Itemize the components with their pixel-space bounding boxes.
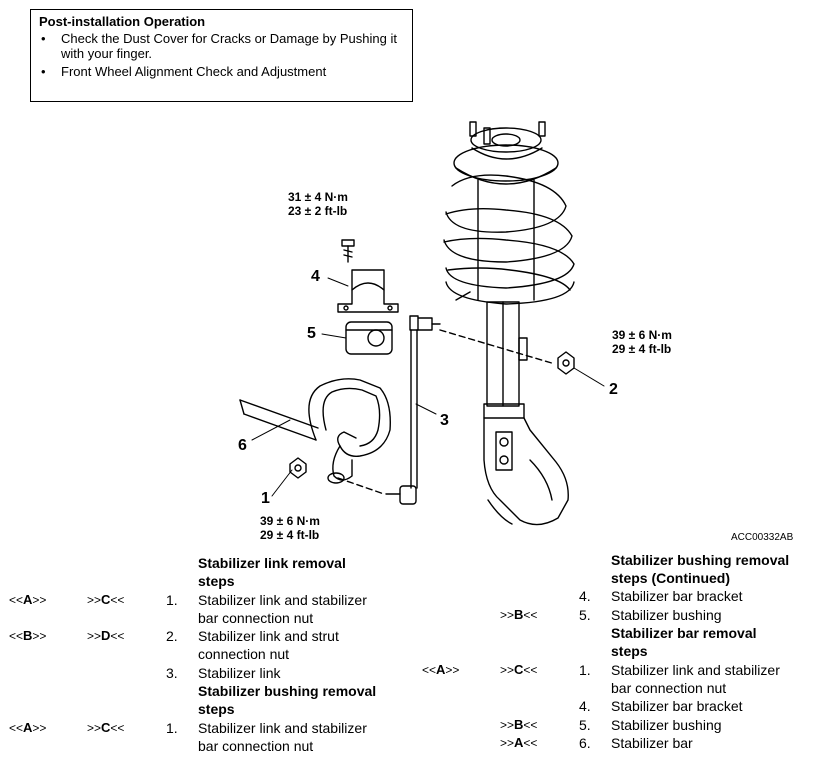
step-number: 2. (166, 628, 178, 644)
install-guide-line (439, 329, 556, 365)
mark-letter: C (101, 592, 111, 607)
installation-mark: >>C<< (500, 662, 538, 677)
step-number: 3. (166, 665, 178, 681)
callout-6: 6 (238, 437, 247, 454)
torque-bracket-bolt: 31 ± 4 N·m 23 ± 2 ft-lb (288, 190, 348, 218)
bracket-bolt (341, 239, 355, 263)
installation-mark: >>D<< (87, 628, 125, 643)
stabilizer-bar-bracket (337, 269, 399, 313)
step-text: Stabilizer bar (611, 735, 693, 751)
removal-mark: <<A>> (9, 592, 47, 607)
step-text: connection nut (198, 646, 290, 662)
step-text: Stabilizer link and strut (198, 628, 339, 644)
install-guide-line (337, 477, 385, 495)
callout-4: 4 (311, 268, 320, 285)
step-text: Stabilizer link and stabilizer (198, 720, 367, 736)
mark-letter: C (514, 662, 524, 677)
installation-mark: >>A<< (500, 735, 538, 750)
mark-letter: C (101, 720, 111, 735)
removal-mark: <<B>> (9, 628, 47, 643)
torque-value: 29 ± 4 ft-lb (612, 342, 672, 356)
mark-letter: A (23, 592, 33, 607)
callout-2: 2 (609, 381, 618, 398)
callout-3: 3 (440, 412, 449, 429)
step-text: Stabilizer bar bracket (611, 698, 743, 714)
stabilizer-bar (239, 378, 391, 484)
note-list: Check the Dust Cover for Cracks or Damag… (39, 31, 411, 79)
step-text: Stabilizer bushing (611, 717, 722, 733)
step-number: 4. (579, 698, 591, 714)
step-text: bar connection nut (198, 610, 314, 626)
note-item: Front Wheel Alignment Check and Adjustme… (39, 64, 411, 79)
spring-seat-upper (453, 144, 559, 185)
step-number: 1. (166, 720, 178, 736)
suspension-diagram (239, 121, 605, 526)
note-title: Post-installation Operation (39, 14, 206, 29)
steering-knuckle (483, 417, 569, 526)
step-number: 1. (579, 662, 591, 678)
mark-letter: A (514, 735, 524, 750)
installation-mark: >>B<< (500, 717, 538, 732)
step-text: Stabilizer link and stabilizer (611, 662, 780, 678)
step-number: 5. (579, 717, 591, 733)
torque-strut-nut: 39 ± 6 N·m 29 ± 4 ft-lb (612, 328, 672, 356)
step-text: Stabilizer link (198, 665, 281, 681)
step-text: bar connection nut (198, 738, 314, 754)
mark-letter: B (514, 717, 524, 732)
removal-mark: <<A>> (422, 662, 460, 677)
step-text: Stabilizer bushing (611, 607, 722, 623)
right-heading-1: Stabilizer bushing removal (611, 552, 790, 568)
torque-value: 31 ± 4 N·m (288, 190, 348, 204)
stabilizer-bushing (345, 321, 393, 355)
callout-leaders (251, 277, 605, 497)
left-heading-2: Stabilizer bushing removal (198, 683, 377, 699)
mark-letter: A (23, 720, 33, 735)
installation-mark: >>C<< (87, 592, 125, 607)
right-heading-2-cont: steps (611, 643, 648, 659)
stabilizer-link (385, 315, 441, 505)
left-heading-2-cont: steps (198, 701, 235, 717)
step-number: 4. (579, 588, 591, 604)
installation-mark: >>C<< (87, 720, 125, 735)
callout-1: 1 (261, 490, 270, 507)
strut-body (483, 301, 528, 419)
right-heading-2: Stabilizer bar removal (611, 625, 757, 641)
step-text: bar connection nut (611, 680, 727, 696)
step-number: 1. (166, 592, 178, 608)
right-heading-1-cont: steps (Continued) (611, 570, 730, 586)
left-heading-1-cont: steps (198, 573, 235, 589)
post-installation-note: Post-installation Operation Check the Du… (30, 9, 413, 102)
step-number: 5. (579, 607, 591, 623)
left-heading-1: Stabilizer link removal (198, 555, 346, 571)
nut-1 (289, 457, 307, 479)
torque-value: 39 ± 6 N·m (612, 328, 672, 342)
torque-value: 29 ± 4 ft-lb (260, 528, 320, 542)
torque-value: 39 ± 6 N·m (260, 514, 320, 528)
note-item: Check the Dust Cover for Cracks or Damag… (39, 31, 411, 61)
mark-letter: A (436, 662, 446, 677)
mark-letter: B (514, 607, 524, 622)
nut-2 (557, 351, 575, 375)
step-text: Stabilizer bar bracket (611, 588, 743, 604)
figure-code: ACC00332AB (731, 532, 794, 543)
installation-mark: >>B<< (500, 607, 538, 622)
torque-bar-nut: 39 ± 6 N·m 29 ± 4 ft-lb (260, 514, 320, 542)
spring-seat-lower (445, 281, 575, 305)
mark-letter: B (23, 628, 33, 643)
step-text: Stabilizer link and stabilizer (198, 592, 367, 608)
mark-letter: D (101, 628, 111, 643)
callout-5: 5 (307, 325, 316, 342)
torque-value: 23 ± 2 ft-lb (288, 204, 348, 218)
strut-mount (469, 121, 546, 160)
removal-mark: <<A>> (9, 720, 47, 735)
coil-spring (443, 174, 575, 301)
step-number: 6. (579, 735, 591, 751)
